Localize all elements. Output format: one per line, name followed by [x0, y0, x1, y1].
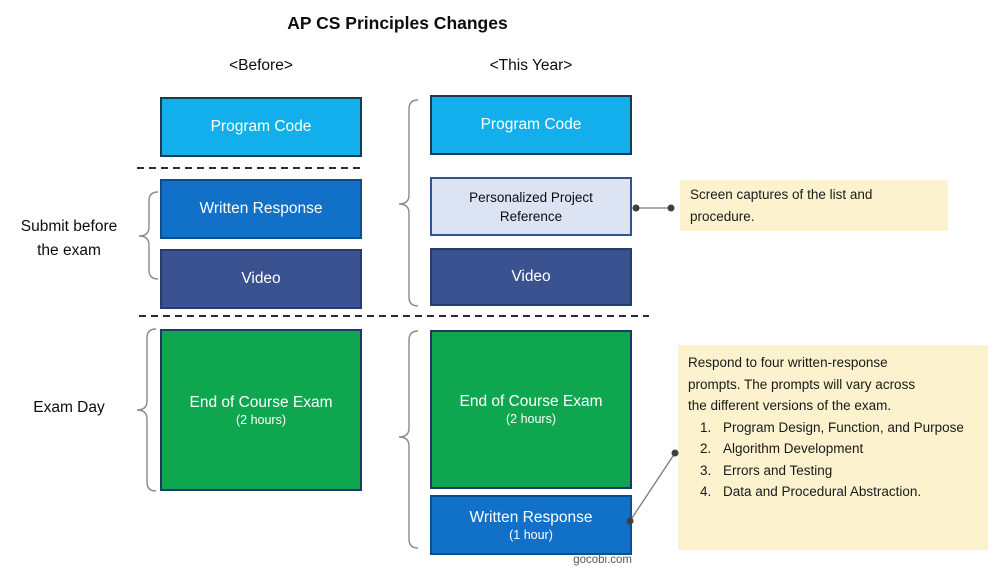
brace-thisyear-submit-group	[398, 99, 419, 307]
note-prompt-item: Algorithm Development	[715, 438, 978, 460]
before-exam-label: End of Course Exam	[189, 393, 333, 411]
thisyear-written-response-duration: (1 hour)	[509, 527, 553, 542]
watermark-text: gocobi.com	[573, 554, 632, 566]
note-prompt-item: Program Design, Function, and Purpose	[715, 417, 978, 439]
before-written-response-box: Written Response	[160, 179, 362, 239]
before-written-response-label: Written Response	[199, 200, 323, 217]
note-screen-captures-text: Screen captures of the list and procedur…	[690, 187, 873, 224]
diagram-title: AP CS Principles Changes	[287, 13, 508, 33]
before-video-label: Video	[241, 270, 281, 287]
brace-thisyear-examday-group	[398, 330, 419, 549]
connector-written-response-note-line	[629, 452, 676, 522]
thisyear-written-response-label: Written Response	[469, 508, 593, 526]
thisyear-exam-label: End of Course Exam	[459, 393, 603, 410]
before-end-of-course-exam-box: End of Course Exam (2 hours)	[160, 329, 362, 491]
note-intro-line-1: Respond to four written-response	[688, 355, 888, 370]
column-header-before: <Before>	[229, 57, 293, 74]
before-video-box: Video	[160, 249, 362, 309]
thisyear-personalized-project-reference-box: Personalized Project Reference	[430, 177, 632, 236]
note-written-response-prompts: Respond to four written-response prompts…	[678, 345, 988, 550]
thisyear-written-response-box: Written Response (1 hour)	[430, 495, 632, 555]
column-header-this-year: <This Year>	[489, 57, 573, 74]
row-label-submit-before-exam: Submit before the exam	[20, 218, 118, 259]
note-intro-line-3: the different versions of the exam.	[688, 398, 892, 413]
connector-dot	[632, 204, 640, 212]
note-prompt-item: Errors and Testing	[715, 460, 978, 482]
thisyear-ppr-label: Personalized Project Reference	[469, 189, 593, 224]
before-exam-duration: (2 hours)	[235, 412, 287, 427]
note-intro-line-2: prompts. The prompts will vary across	[688, 376, 916, 392]
note-prompt-item: Data and Procedural Abstraction.	[715, 481, 978, 503]
note-prompt-list: Program Design, Function, and Purpose Al…	[688, 417, 978, 503]
thisyear-program-code-box: Program Code	[430, 95, 632, 155]
note-screen-captures: Screen captures of the list and procedur…	[680, 180, 948, 231]
connector-dot	[667, 204, 675, 212]
thisyear-video-label: Video	[511, 268, 551, 285]
before-program-code-label: Program Code	[210, 118, 312, 135]
thisyear-end-of-course-exam-box: End of Course Exam (2 hours)	[430, 330, 632, 489]
brace-exam-day	[136, 328, 157, 492]
before-program-code-box: Program Code	[160, 97, 362, 157]
thisyear-video-box: Video	[430, 248, 632, 306]
brace-submit-before	[138, 191, 159, 280]
thisyear-exam-duration: (2 hours)	[505, 412, 557, 426]
thisyear-program-code-label: Program Code	[480, 116, 582, 133]
row-label-exam-day: Exam Day	[33, 399, 105, 416]
